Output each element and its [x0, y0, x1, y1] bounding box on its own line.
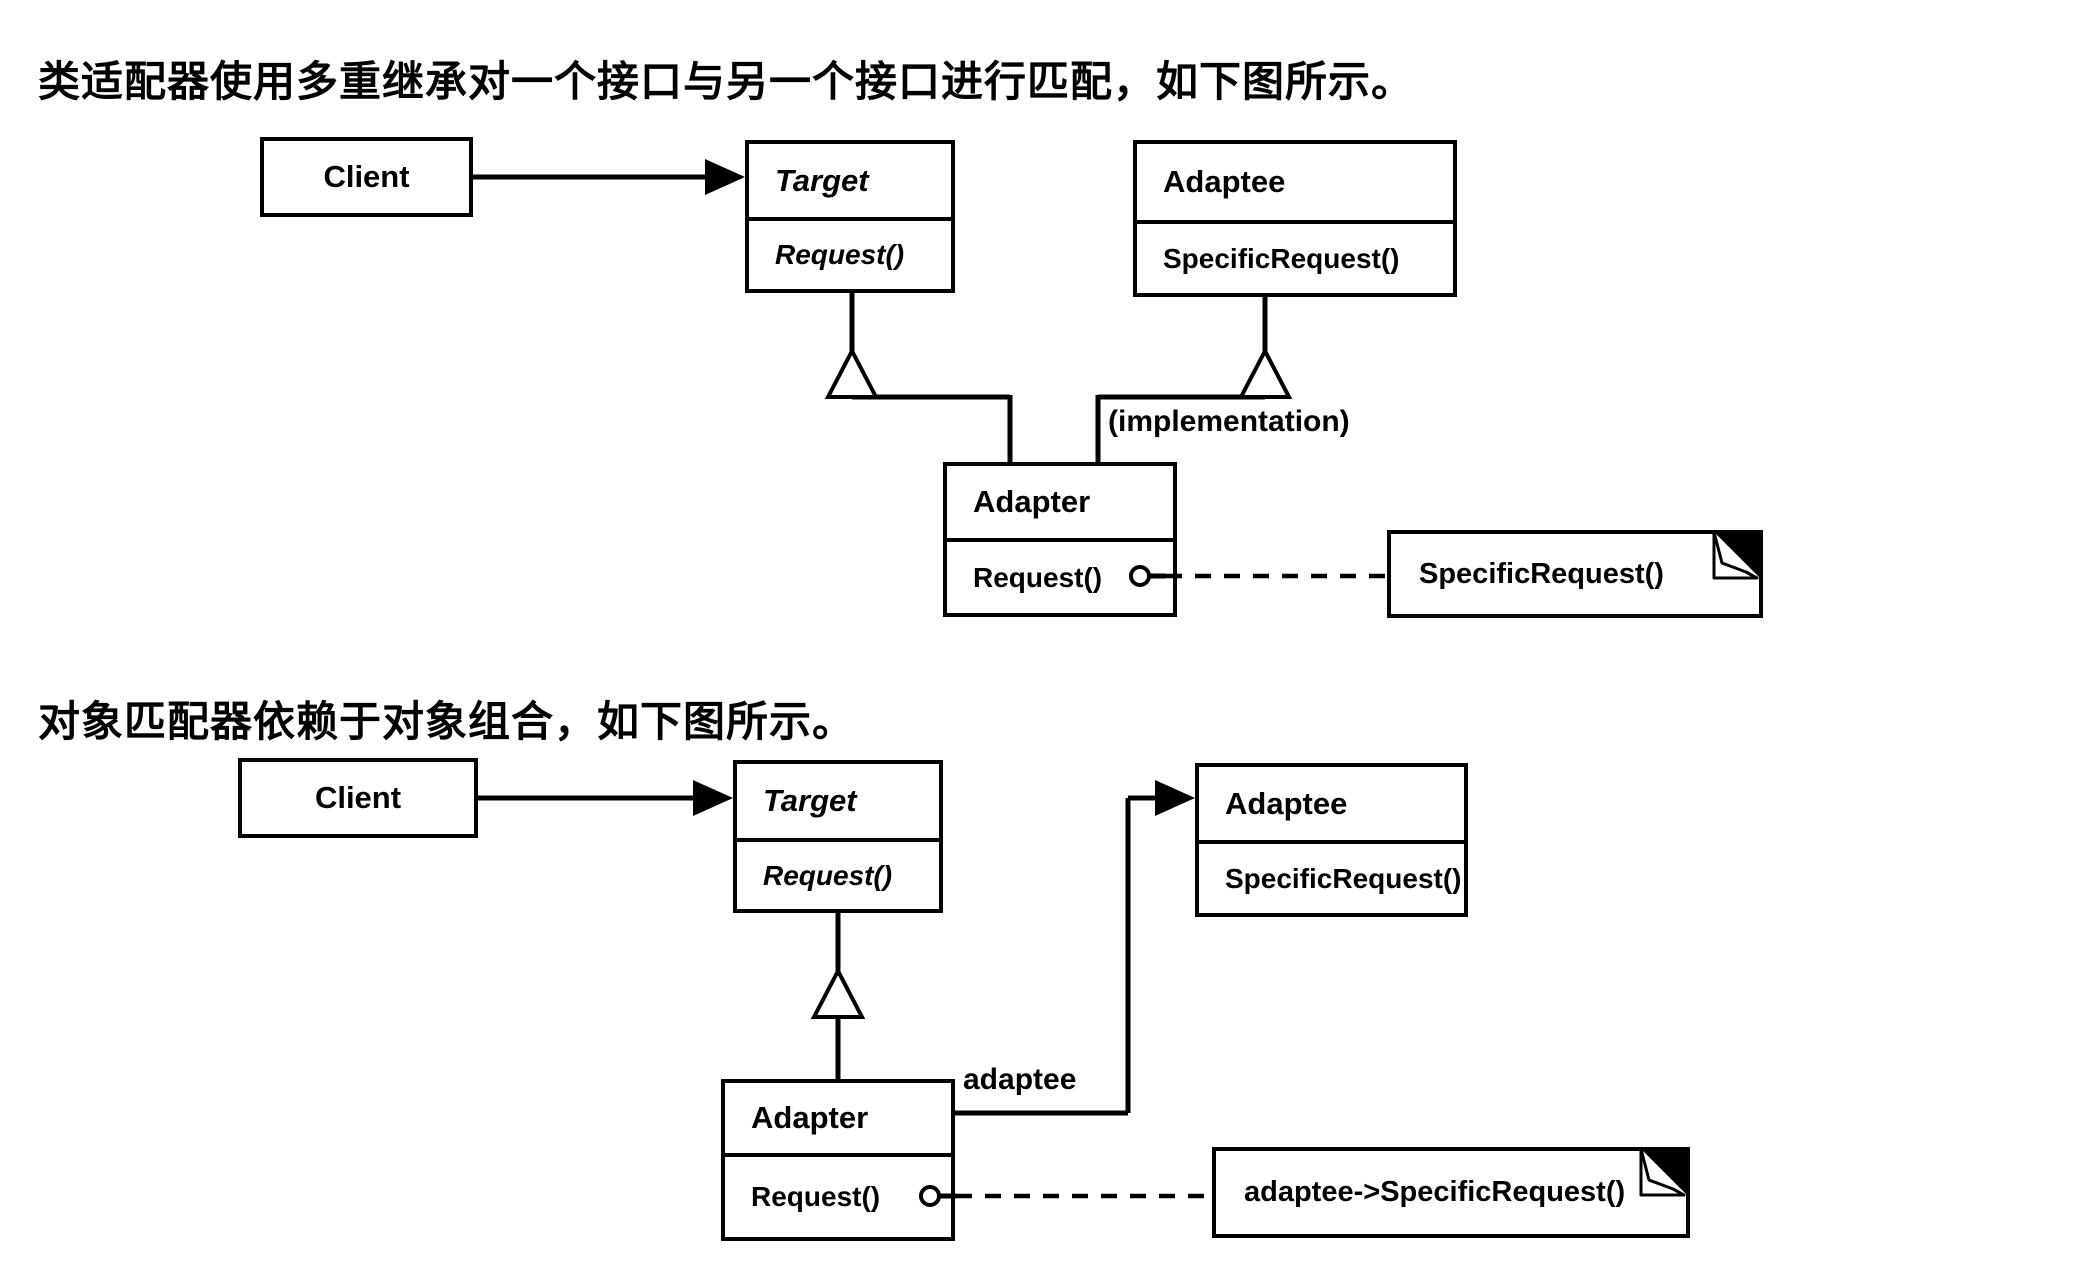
object-diagram-adaptee-box: Adaptee SpecificRequest(): [1195, 763, 1468, 917]
class-name-adapter-2: Adapter: [751, 1100, 869, 1135]
inheritance-triangle-icon: [824, 346, 880, 399]
class-method-adapter: Request(): [947, 538, 1173, 613]
note-text: SpecificRequest(): [1419, 557, 1664, 590]
class-method-adapter-2: Request(): [725, 1153, 951, 1237]
class-diagram-adapter-box: Adapter Request(): [943, 462, 1177, 617]
class-diagram-implementation-note: SpecificRequest(): [1387, 530, 1763, 618]
paragraph-class-adapter: 类适配器使用多重继承对一个接口与另一个接口进行匹配，如下图所示。: [38, 58, 1415, 105]
class-method-adaptee: SpecificRequest(): [1137, 220, 1453, 293]
object-diagram-connectors: [478, 780, 1688, 1207]
class-name-client: Client: [323, 159, 410, 194]
class-method-target: Request(): [749, 217, 951, 289]
class-name-adapter: Adapter: [973, 484, 1091, 519]
paragraph-object-adapter: 对象匹配器依赖于对象组合，如下图所示。: [38, 698, 856, 745]
implementation-label: (implementation): [1108, 405, 1350, 438]
object-diagram-target-box: Target Request(): [733, 760, 943, 913]
class-diagram-adaptee-box: Adaptee SpecificRequest(): [1133, 140, 1457, 297]
adaptee-role-label: adaptee: [963, 1063, 1077, 1096]
arrowhead-icon: [1155, 780, 1195, 816]
object-diagram-implementation-note: adaptee->SpecificRequest(): [1212, 1147, 1690, 1238]
arrowhead-icon: [693, 780, 733, 816]
object-diagram-client-box: Client: [238, 758, 478, 838]
inheritance-triangle-icon: [1237, 346, 1293, 399]
scan-artifact-dot: [1330, 74, 1336, 80]
object-diagram-adapter-box: Adapter Request(): [721, 1079, 955, 1241]
class-name-target-2: Target: [763, 783, 857, 818]
class-method-target-2: Request(): [737, 838, 939, 909]
arrowhead-icon: [705, 159, 745, 195]
class-method-adaptee-2: SpecificRequest(): [1199, 840, 1464, 913]
class-name-target: Target: [775, 162, 869, 198]
class-diagram-client-box: Client: [260, 137, 473, 217]
class-name-client-2: Client: [314, 780, 402, 815]
class-name-adaptee: Adaptee: [1163, 164, 1286, 199]
class-name-adaptee-2: Adaptee: [1225, 785, 1348, 821]
note-text-2: adaptee->SpecificRequest(): [1244, 1176, 1626, 1208]
inheritance-triangle-icon: [810, 966, 866, 1019]
class-diagram-target-box: Target Request(): [745, 140, 955, 293]
